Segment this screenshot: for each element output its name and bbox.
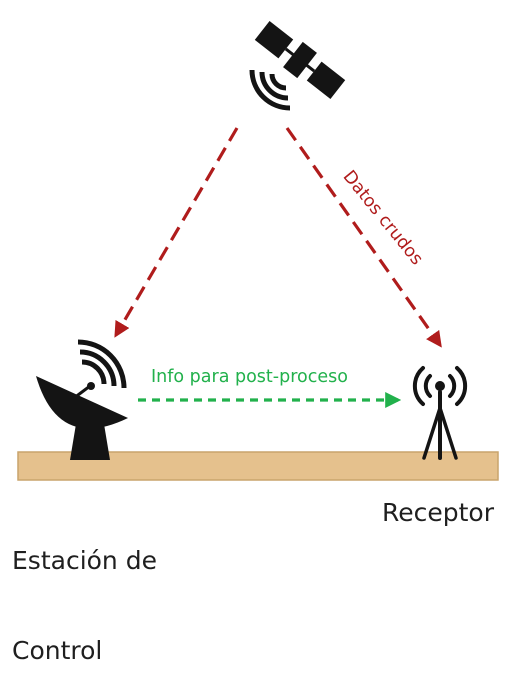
arrow-satellite-to-receiver (285, 127, 442, 348)
station-label: Estación de Control (12, 486, 157, 696)
gnss-diagram (17, 20, 499, 481)
receiver-label: Receptor (382, 498, 494, 527)
post-process-label: Info para post-proceso (151, 367, 348, 387)
satellite-icon (249, 20, 346, 111)
station-label-line1: Estación de (12, 546, 157, 575)
satellite-dish-icon (36, 339, 128, 460)
arrow-satellite-to-station (114, 127, 239, 338)
antenna-tower-icon (412, 366, 468, 460)
station-label-line2: Control (12, 636, 103, 665)
